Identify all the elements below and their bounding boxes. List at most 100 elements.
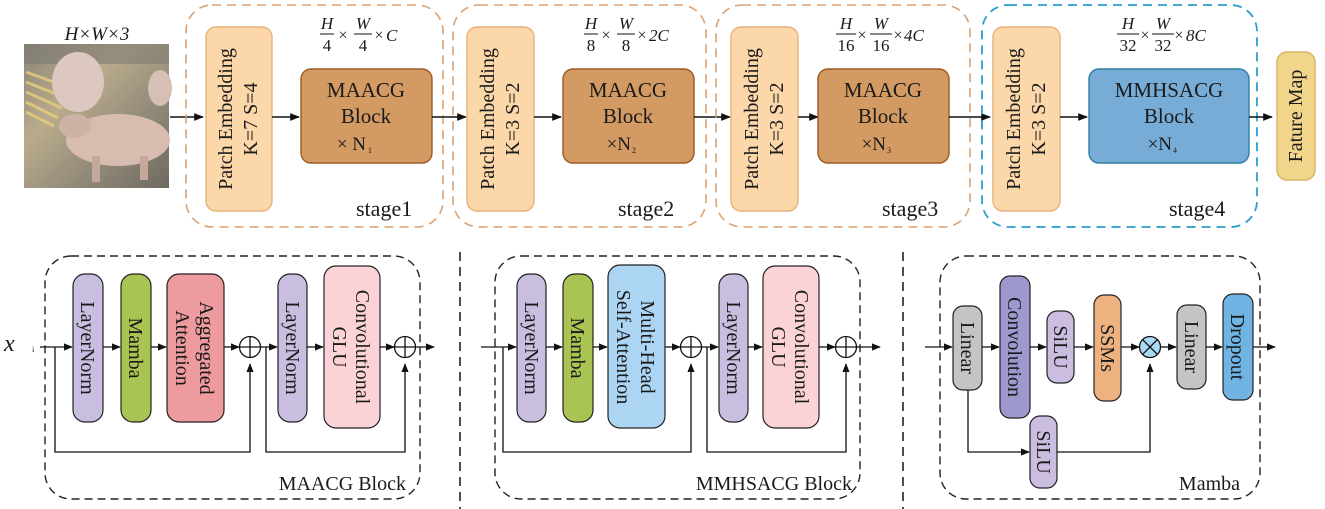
svg-text:LayerNorm: LayerNorm [76,301,98,395]
svg-text:8C: 8C [1186,26,1207,45]
svg-text:4: 4 [323,36,332,55]
stage-4-label: stage4 [1169,196,1225,221]
svg-text:H: H [1121,14,1136,33]
svg-text:× N: × N [337,134,366,155]
svg-text:H: H [584,14,599,33]
patch-embedding-4 [992,26,1061,212]
input-image [24,44,172,188]
svg-text:16: 16 [838,36,855,55]
input-x-label: x [3,331,15,357]
aggregated-attention [166,273,225,423]
svg-text:×N: ×N [607,134,632,155]
svg-text:Attention: Attention [171,310,193,386]
svg-text:MAACG: MAACG [844,78,922,102]
svg-text:H: H [839,14,854,33]
svg-text:GLU: GLU [328,326,350,368]
svg-text:4C: 4C [904,26,925,45]
mmhsacg-caption: MMHSACG Block [696,473,852,495]
maacg-caption: MAACG Block [279,473,406,495]
svg-text:W: W [619,14,635,33]
svg-text:W: W [874,14,890,33]
svg-text:K=3 S=2: K=3 S=2 [502,82,524,155]
stage-2-label: stage2 [618,196,674,221]
svg-text:Block: Block [341,104,392,128]
svg-text:K=3 S=2: K=3 S=2 [766,82,788,155]
layernorm-1 [516,273,547,423]
svg-text:LayerNorm: LayerNorm [722,301,744,395]
svg-text:×: × [857,27,866,44]
pig-back [52,52,104,112]
svg-text:Convolution: Convolution [1003,297,1025,397]
svg-text:Fature Map: Fature Map [1285,70,1307,163]
svg-text:Mamba: Mamba [124,317,146,378]
svg-text:H: H [320,14,335,33]
svg-text:W: W [356,14,372,33]
maacg-block-2 [562,68,695,164]
svg-text:Multi-Head: Multi-Head [636,300,658,393]
stage-4: Patch Embedding K=3 S=2 MMHSACG Block ×N… [981,4,1258,228]
svg-text:Mamba: Mamba [566,317,588,378]
svg-text:32: 32 [1120,36,1137,55]
input-dims-label: H×W×3 [64,24,130,45]
svg-text:×: × [893,27,902,44]
stage-3-dims: H 16 × W 16 × 4C [836,14,925,55]
maacg-block-1 [300,68,433,164]
svg-text:Patch Embedding: Patch Embedding [215,48,237,190]
layernorm-2 [277,273,308,423]
stage-1: Patch Embedding K=7 S=4 MAACG Block × N … [185,4,444,228]
svg-text:Convolutional: Convolutional [351,290,373,405]
stage-2-dims: H 8 × W 8 × 2C [584,14,670,55]
stage-2: Patch Embedding K=3 S=2 MAACG Block ×N 2… [452,4,707,228]
svg-text:Block: Block [603,104,654,128]
pig-front [66,114,170,166]
mamba-module [562,273,594,423]
stage-1-label: stage1 [356,196,412,221]
svg-text:SiLU: SiLU [1032,430,1054,474]
svg-text:3: 3 [887,146,891,155]
svg-text:×N: ×N [862,134,887,155]
stage-3-label: stage3 [882,196,938,221]
add-icon [679,335,703,359]
svg-text:C: C [386,26,398,45]
svg-text:Patch Embedding: Patch Embedding [741,48,763,190]
svg-text:2C: 2C [649,26,670,45]
svg-text:×: × [637,27,646,44]
svg-text:1: 1 [368,146,372,155]
svg-text:4: 4 [1173,146,1177,155]
layernorm-2 [718,273,749,423]
svg-text:MAACG: MAACG [589,78,667,102]
svg-text:K=3 S=2: K=3 S=2 [1028,82,1050,155]
svg-text:Block: Block [1144,104,1195,128]
stage-1-dims: H 4 × W 4 × C [320,14,398,55]
svg-text:×: × [338,27,347,44]
svg-text:16: 16 [873,36,890,55]
svg-text:×N: ×N [1148,134,1173,155]
mmhsacg-block-detail: LayerNorm Mamba Multi-Head Self-Attentio… [481,255,881,500]
svg-text:Dropout: Dropout [1226,314,1248,381]
add-icon [834,335,858,359]
stage-3: Patch Embedding K=3 S=2 MAACG Block ×N 3… [715,4,971,228]
maacg-block-3 [817,68,950,164]
svg-text:SSMs: SSMs [1096,324,1118,372]
svg-text:8: 8 [587,36,596,55]
ssms [1093,294,1122,402]
svg-text:2: 2 [632,146,636,155]
add-icon [393,335,417,359]
svg-text:×: × [374,27,383,44]
svg-text:Patch Embedding: Patch Embedding [1003,48,1025,190]
add-icon [238,335,262,359]
svg-text:×: × [1174,27,1183,44]
svg-text:Aggregated: Aggregated [195,301,217,394]
svg-text:ᵢ: ᵢ [32,340,35,355]
svg-text:Linear: Linear [956,322,978,375]
svg-text:×: × [1140,27,1149,44]
patch-embedding-3 [730,26,799,212]
svg-text:LayerNorm: LayerNorm [520,301,542,395]
multiply-icon [1138,335,1162,359]
mamba-detail: Linear Convolution SiLU SSMs SiLU Linear… [925,255,1276,500]
layernorm-1 [72,273,104,423]
feature-map [1276,51,1316,181]
svg-text:Linear: Linear [1180,321,1202,374]
svg-text:SiLU: SiLU [1049,325,1071,369]
